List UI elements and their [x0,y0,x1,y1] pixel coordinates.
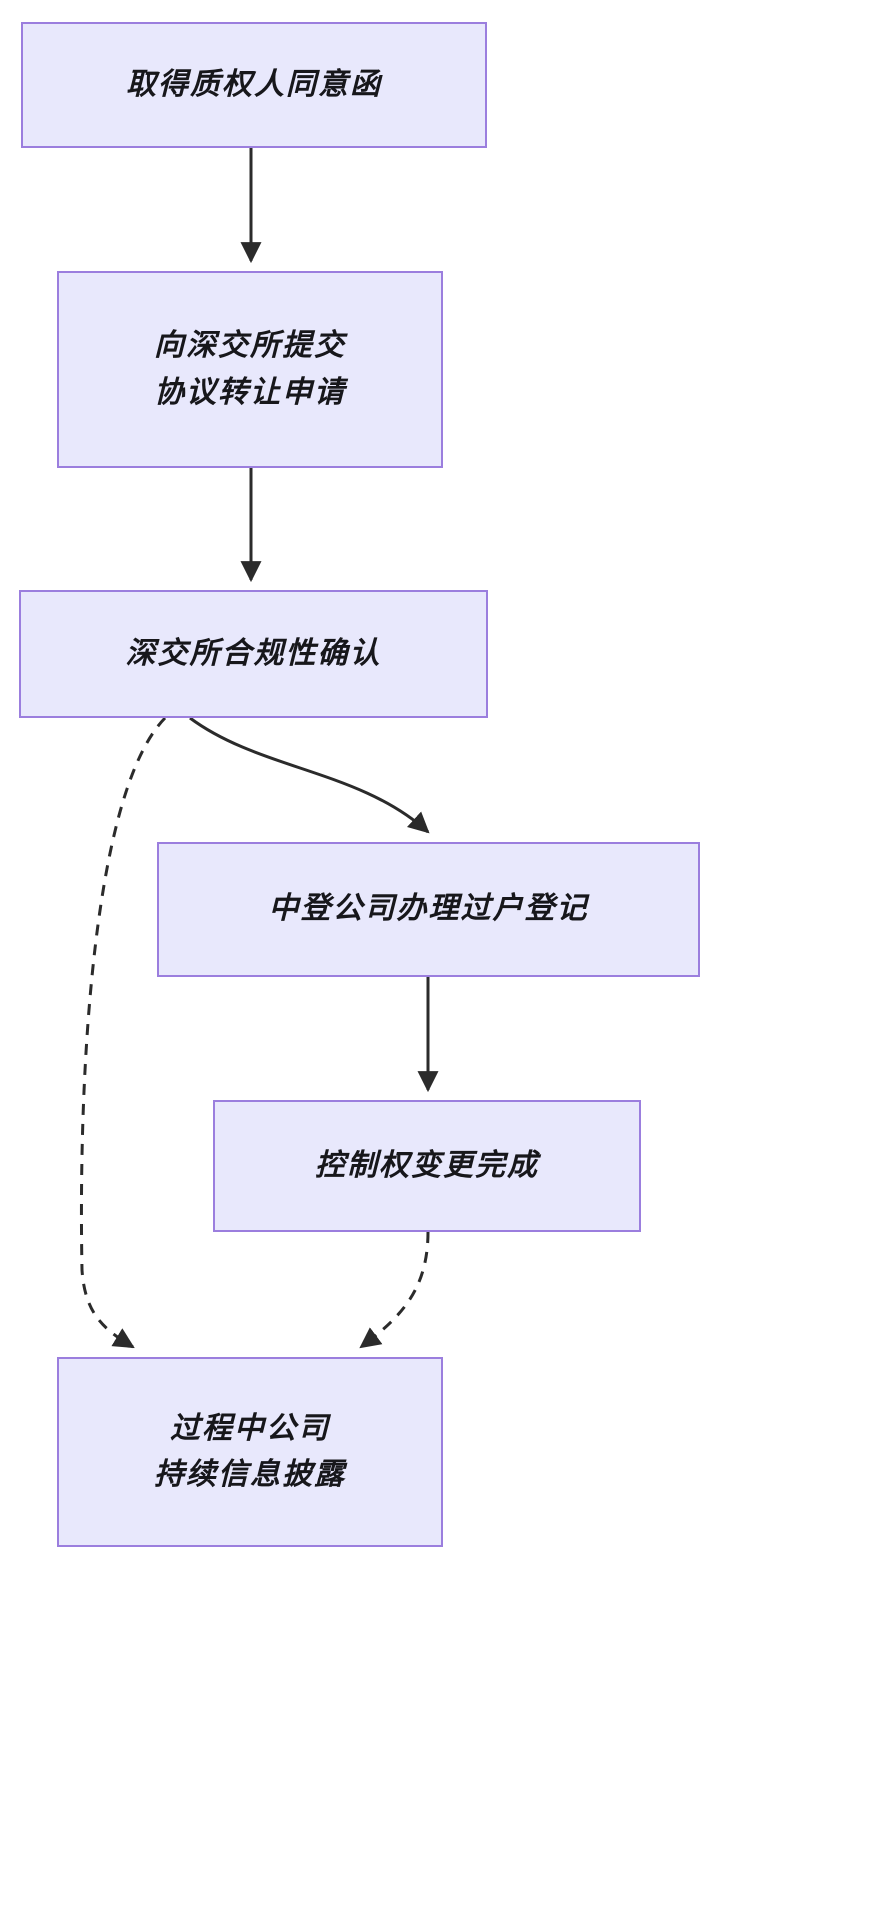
edge-control-complete-to-ongoing-disclosure [359,1231,430,1349]
node-pledgee-consent[interactable]: 取得质权人同意函 [21,22,487,148]
node-szse-application-line-1: 向深交所提交 [154,329,346,362]
node-ongoing-disclosure-line-1: 过程中公司 [170,1411,330,1445]
node-szse-compliance[interactable]: 深交所合规性确认 [19,590,488,718]
node-ongoing-disclosure[interactable]: 过程中公司 持续信息披露 [57,1357,443,1547]
node-ongoing-disclosure-line-2: 持续信息披露 [154,1458,346,1491]
node-szse-compliance-line-1: 深交所合规性确认 [125,636,382,670]
edge-szse-compliance-to-ongoing-disclosure [79,716,167,1349]
node-pledgee-consent-line-1: 取得质权人同意函 [126,67,382,101]
node-control-complete[interactable]: 控制权变更完成 [213,1100,641,1232]
node-csdc-transfer-line-1: 中登公司办理过户登记 [268,892,589,926]
node-szse-application[interactable]: 向深交所提交 协议转让申请 [57,271,443,468]
edge-szse-compliance-to-csdc-transfer [189,716,430,834]
node-szse-application-line-2: 协议转让申请 [154,375,346,409]
node-control-complete-line-1: 控制权变更完成 [315,1148,539,1182]
node-csdc-transfer[interactable]: 中登公司办理过户登记 [157,842,700,977]
